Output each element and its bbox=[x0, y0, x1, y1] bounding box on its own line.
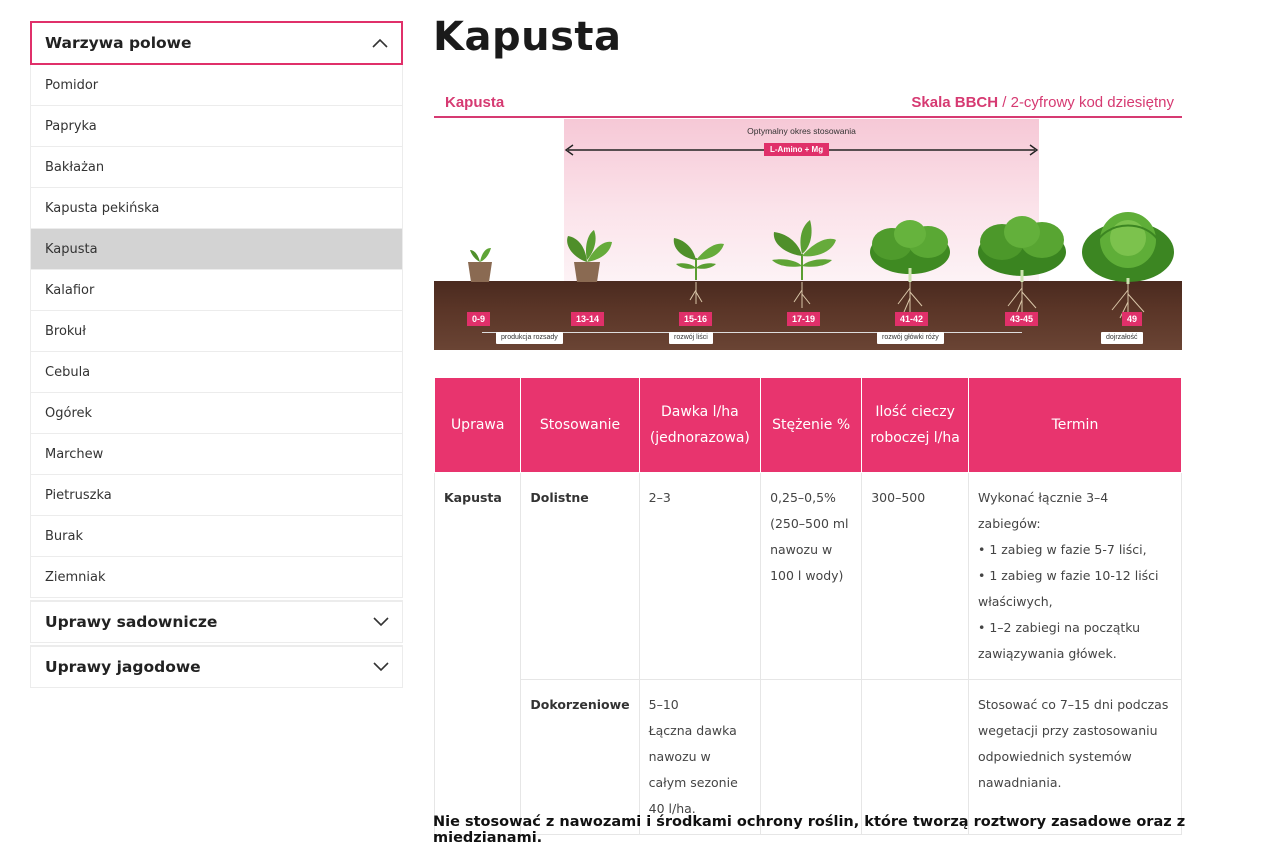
cell-dawka: 2–3 bbox=[638, 472, 762, 680]
chevron-up-icon[interactable] bbox=[371, 34, 389, 52]
young-plant-pot-icon bbox=[567, 230, 612, 282]
table-header-row: Uprawa Stosowanie Dawka l/ha (jednorazow… bbox=[433, 377, 1183, 473]
bbch-growth-chart: Kapusta Skala BBCH / 2-cyfrowy kod dzies… bbox=[434, 88, 1182, 350]
bbch-stage-label: 0-9 bbox=[467, 312, 491, 326]
bbch-stage-label: 13-14 bbox=[571, 312, 605, 326]
bbch-scale-bold: Skala BBCH bbox=[911, 94, 999, 111]
cell-ilosc-cieczy bbox=[861, 679, 969, 835]
plant-41-42-icon bbox=[870, 220, 950, 282]
header-ilosc-cieczy: Ilość cieczy roboczej l/ha bbox=[861, 377, 969, 473]
cell-stosowanie: Dokorzeniowe bbox=[520, 679, 640, 835]
bbch-stage-label: 49 bbox=[1122, 312, 1143, 326]
sidebar-item-ziemniak[interactable]: Ziemniak bbox=[31, 557, 402, 598]
cell-ilosc-cieczy: 300–500 bbox=[861, 472, 969, 680]
seedling-pot-icon bbox=[468, 248, 492, 282]
plant-43-45-icon bbox=[978, 216, 1066, 282]
phase-label: produkcja rozsady bbox=[496, 332, 563, 344]
usage-warning-note: Nie stosować z nawozami i środkami ochro… bbox=[433, 814, 1186, 846]
sidebar-item-brokul[interactable]: Brokuł bbox=[31, 311, 402, 352]
dawka-line: 5–10 bbox=[648, 697, 679, 712]
accordion-warzywa-polowe[interactable]: Warzywa polowe bbox=[30, 21, 403, 65]
termin-line: • 1–2 zabiegi na początku zawiązywania g… bbox=[977, 620, 1141, 661]
header-termin: Termin bbox=[967, 377, 1183, 473]
sidebar-item-baklazan[interactable]: Bakłażan bbox=[31, 147, 402, 188]
phase-label: rozwój liści bbox=[669, 332, 713, 344]
roots-icon bbox=[689, 282, 1145, 319]
accordion-uprawy-sadownicze[interactable]: Uprawy sadownicze bbox=[30, 600, 403, 643]
cell-stosowanie: Dolistne bbox=[520, 472, 640, 680]
bbch-header bbox=[434, 88, 1182, 118]
phase-label: dojrzałość bbox=[1101, 332, 1143, 344]
sidebar-item-kapusta[interactable]: Kapusta bbox=[31, 229, 402, 270]
cell-dawka: 5–10 Łączna dawka nawozu w całym sezonie… bbox=[638, 679, 762, 835]
sidebar-item-pomidor[interactable]: Pomidor bbox=[31, 65, 402, 106]
termin-line: • 1 zabieg w fazie 5-7 liści, bbox=[977, 542, 1147, 557]
sidebar-item-kapusta-pekinska[interactable]: Kapusta pekińska bbox=[31, 188, 402, 229]
accordion-uprawy-jagodowe[interactable]: Uprawy jagodowe bbox=[30, 645, 403, 688]
product-badge: L-Amino + Mg bbox=[764, 143, 830, 156]
sidebar-item-cebula[interactable]: Cebula bbox=[31, 352, 402, 393]
bbch-stage-label: 41-42 bbox=[895, 312, 929, 326]
category-sidebar: Warzywa polowe Pomidor Papryka Bakłażan … bbox=[30, 21, 403, 688]
plant-15-16-icon bbox=[673, 238, 724, 280]
cabbage-head-icon bbox=[1082, 212, 1174, 284]
sidebar-item-ogorek[interactable]: Ogórek bbox=[31, 393, 402, 434]
sidebar-item-marchew[interactable]: Marchew bbox=[31, 434, 402, 475]
accordion-title: Uprawy jagodowe bbox=[45, 658, 201, 676]
termin-line: Wykonać łącznie 3–4 zabiegów: bbox=[977, 490, 1109, 531]
chevron-down-icon[interactable] bbox=[372, 658, 390, 676]
accordion-title: Uprawy sadownicze bbox=[45, 613, 218, 631]
phase-label: rozwój główki róży bbox=[877, 332, 944, 344]
termin-line: • 1 zabieg w fazie 10-12 liści właściwyc… bbox=[977, 568, 1159, 609]
plant-stages-illustration bbox=[468, 212, 1174, 319]
bbch-scale-label: Skala BBCH / 2-cyfrowy kod dziesiętny bbox=[911, 94, 1174, 111]
cell-uprawa: Kapusta bbox=[433, 472, 522, 835]
dosage-table: Uprawa Stosowanie Dawka l/ha (jednorazow… bbox=[433, 377, 1183, 835]
page-title: Kapusta bbox=[433, 14, 622, 60]
bbch-crop-label: Kapusta bbox=[445, 94, 505, 111]
chevron-down-icon[interactable] bbox=[372, 613, 390, 631]
cell-stezenie bbox=[760, 679, 863, 835]
sidebar-item-burak[interactable]: Burak bbox=[31, 516, 402, 557]
header-stosowanie: Stosowanie bbox=[520, 377, 640, 473]
optimal-period-label: Optymalny okres stosowania bbox=[747, 126, 856, 136]
dawka-line: Łączna dawka nawozu w całym sezonie 40 l… bbox=[648, 723, 738, 816]
sidebar-item-kalafior[interactable]: Kalafior bbox=[31, 270, 402, 311]
table-row: Dokorzeniowe 5–10 Łączna dawka nawozu w … bbox=[435, 679, 1183, 835]
bbch-scale-rest: / 2-cyfrowy kod dziesiętny bbox=[998, 94, 1174, 111]
cell-termin: Wykonać łącznie 3–4 zabiegów: • 1 zabieg… bbox=[967, 472, 1183, 680]
accordion-title: Warzywa polowe bbox=[45, 34, 192, 52]
subcategory-list: Pomidor Papryka Bakłażan Kapusta pekińsk… bbox=[30, 65, 403, 598]
plant-17-19-icon bbox=[772, 220, 836, 280]
header-uprawa: Uprawa bbox=[433, 377, 522, 473]
cell-termin: Stosować co 7–15 dni podczas wegetacji p… bbox=[967, 679, 1183, 835]
bbch-stage-label: 17-19 bbox=[787, 312, 821, 326]
bbch-stage-label: 43-45 bbox=[1005, 312, 1039, 326]
header-dawka: Dawka l/ha (jednorazowa) bbox=[638, 377, 762, 473]
cell-stezenie: 0,25–0,5% (250–500 ml nawozu w 100 l wod… bbox=[760, 472, 863, 680]
header-stezenie: Stężenie % bbox=[760, 377, 863, 473]
sidebar-item-pietruszka[interactable]: Pietruszka bbox=[31, 475, 402, 516]
table-row: Kapusta Dolistne 2–3 0,25–0,5% (250–500 … bbox=[433, 472, 1183, 835]
sidebar-item-papryka[interactable]: Papryka bbox=[31, 106, 402, 147]
bbch-stage-label: 15-16 bbox=[679, 312, 713, 326]
